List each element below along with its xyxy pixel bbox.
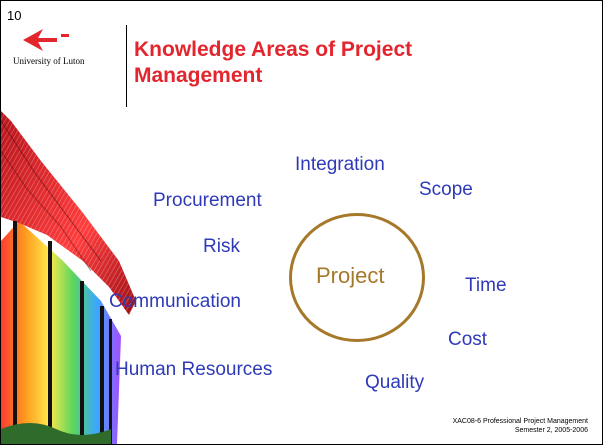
- area-procurement: Procurement: [153, 190, 262, 211]
- area-human-resources: Human Resources: [115, 359, 273, 380]
- slide-footer: XAC08-6 Professional Project Management …: [453, 417, 588, 435]
- area-communication: Communication: [109, 291, 241, 312]
- footer-semester: Semester 2, 2005-2006: [514, 427, 588, 434]
- project-label: Project: [316, 263, 385, 288]
- university-logo-icon: [23, 29, 69, 51]
- title-divider: [126, 25, 127, 107]
- slide-number: 10: [7, 8, 22, 23]
- title-line-1: Knowledge Areas of Project: [134, 38, 413, 61]
- area-scope: Scope: [419, 179, 473, 200]
- project-circle: [289, 213, 425, 342]
- title-line-2: Management: [134, 64, 263, 87]
- area-quality: Quality: [365, 372, 425, 393]
- decorative-graphic: [1, 111, 136, 444]
- area-time: Time: [465, 275, 507, 296]
- footer-course: XAC08-6 Professional Project Management: [452, 418, 588, 425]
- logo-text: University of Luton: [13, 56, 85, 66]
- area-integration: Integration: [295, 154, 385, 175]
- area-risk: Risk: [203, 236, 240, 257]
- area-cost: Cost: [448, 329, 488, 350]
- slide-title: Knowledge Areas of Project Management: [134, 37, 574, 89]
